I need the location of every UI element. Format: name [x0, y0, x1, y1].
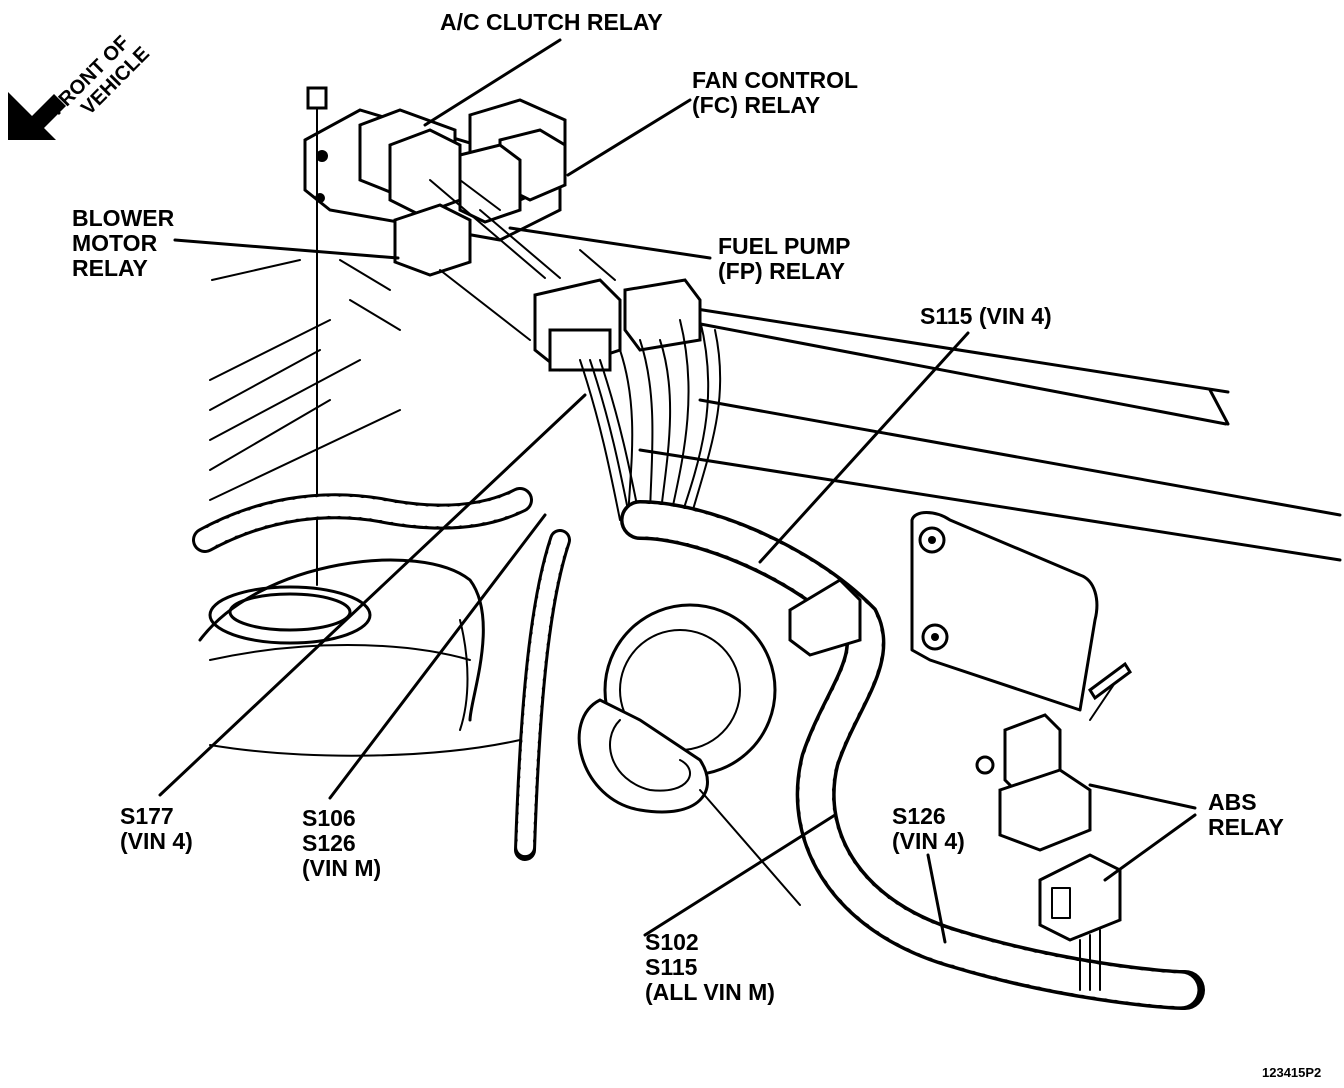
blower-motor-relay-line-2: MOTOR	[72, 230, 158, 256]
guide-lines	[429, 179, 616, 341]
abs-relay-body	[975, 661, 1133, 991]
leader-lines	[158, 38, 1197, 944]
fuel-pump-relay-label: FUEL PUMP (FP) RELAY	[718, 234, 850, 284]
s177-line-2: (VIN 4)	[120, 828, 193, 854]
main-harness	[192, 487, 1205, 1010]
s177-line-1: S177	[120, 803, 174, 829]
s102-line-1: S102	[645, 929, 699, 955]
s115-vin4-text: S115 (VIN 4)	[920, 303, 1052, 329]
wheel-well	[198, 558, 521, 757]
fan-control-relay-line-1: FAN CONTROL	[692, 67, 859, 93]
abs-relay-line-1: ABS	[1208, 789, 1257, 815]
blower-housing	[577, 603, 801, 906]
s106-s126-vinm-label: S106 S126 (VIN M)	[302, 806, 381, 881]
ac-clutch-relay-text: A/C CLUTCH RELAY	[440, 9, 663, 35]
s106-line-2: S126	[302, 830, 356, 856]
s102-s115-allvinm-label: S102 S115 (ALL VIN M)	[645, 930, 775, 1005]
s115-vin4-label: S115 (VIN 4)	[920, 304, 1052, 329]
blower-motor-relay-label: BLOWER MOTOR RELAY	[72, 206, 174, 281]
abs-relay-label: ABS RELAY	[1208, 790, 1284, 840]
blower-motor-relay-line-1: BLOWER	[72, 205, 175, 231]
blower-motor-relay-body	[393, 203, 472, 277]
fan-control-relay-label: FAN CONTROL (FC) RELAY	[692, 68, 858, 118]
s106-line-1: S106	[302, 805, 356, 831]
s177-vin4-label: S177 (VIN 4)	[120, 804, 193, 854]
s126-vin4-label: S126 (VIN 4)	[892, 804, 965, 854]
s106-line-3: (VIN M)	[302, 855, 382, 881]
fuel-pump-relay-line-1: FUEL PUMP	[718, 233, 851, 259]
blower-motor-relay-line-3: RELAY	[72, 255, 148, 281]
s102-line-3: (ALL VIN M)	[645, 979, 775, 1005]
figure-code: 123415P2	[1262, 1065, 1322, 1080]
body-panel	[209, 259, 1342, 562]
abs-relay-line-2: RELAY	[1208, 814, 1284, 840]
s102-line-2: S115	[645, 954, 698, 980]
module-plate	[910, 511, 1099, 712]
harness-clip	[788, 578, 862, 657]
ac-clutch-relay-label: A/C CLUTCH RELAY	[440, 10, 663, 35]
front-of-vehicle-arrow-icon	[8, 92, 66, 140]
fuel-pump-relay-body	[458, 143, 522, 224]
s126-line-1: S126	[892, 803, 946, 829]
s126-line-2: (VIN 4)	[892, 828, 965, 854]
fuel-pump-relay-line-2: (FP) RELAY	[718, 258, 845, 284]
fan-control-relay-line-2: (FC) RELAY	[692, 92, 821, 118]
harness-connectors	[533, 278, 702, 372]
